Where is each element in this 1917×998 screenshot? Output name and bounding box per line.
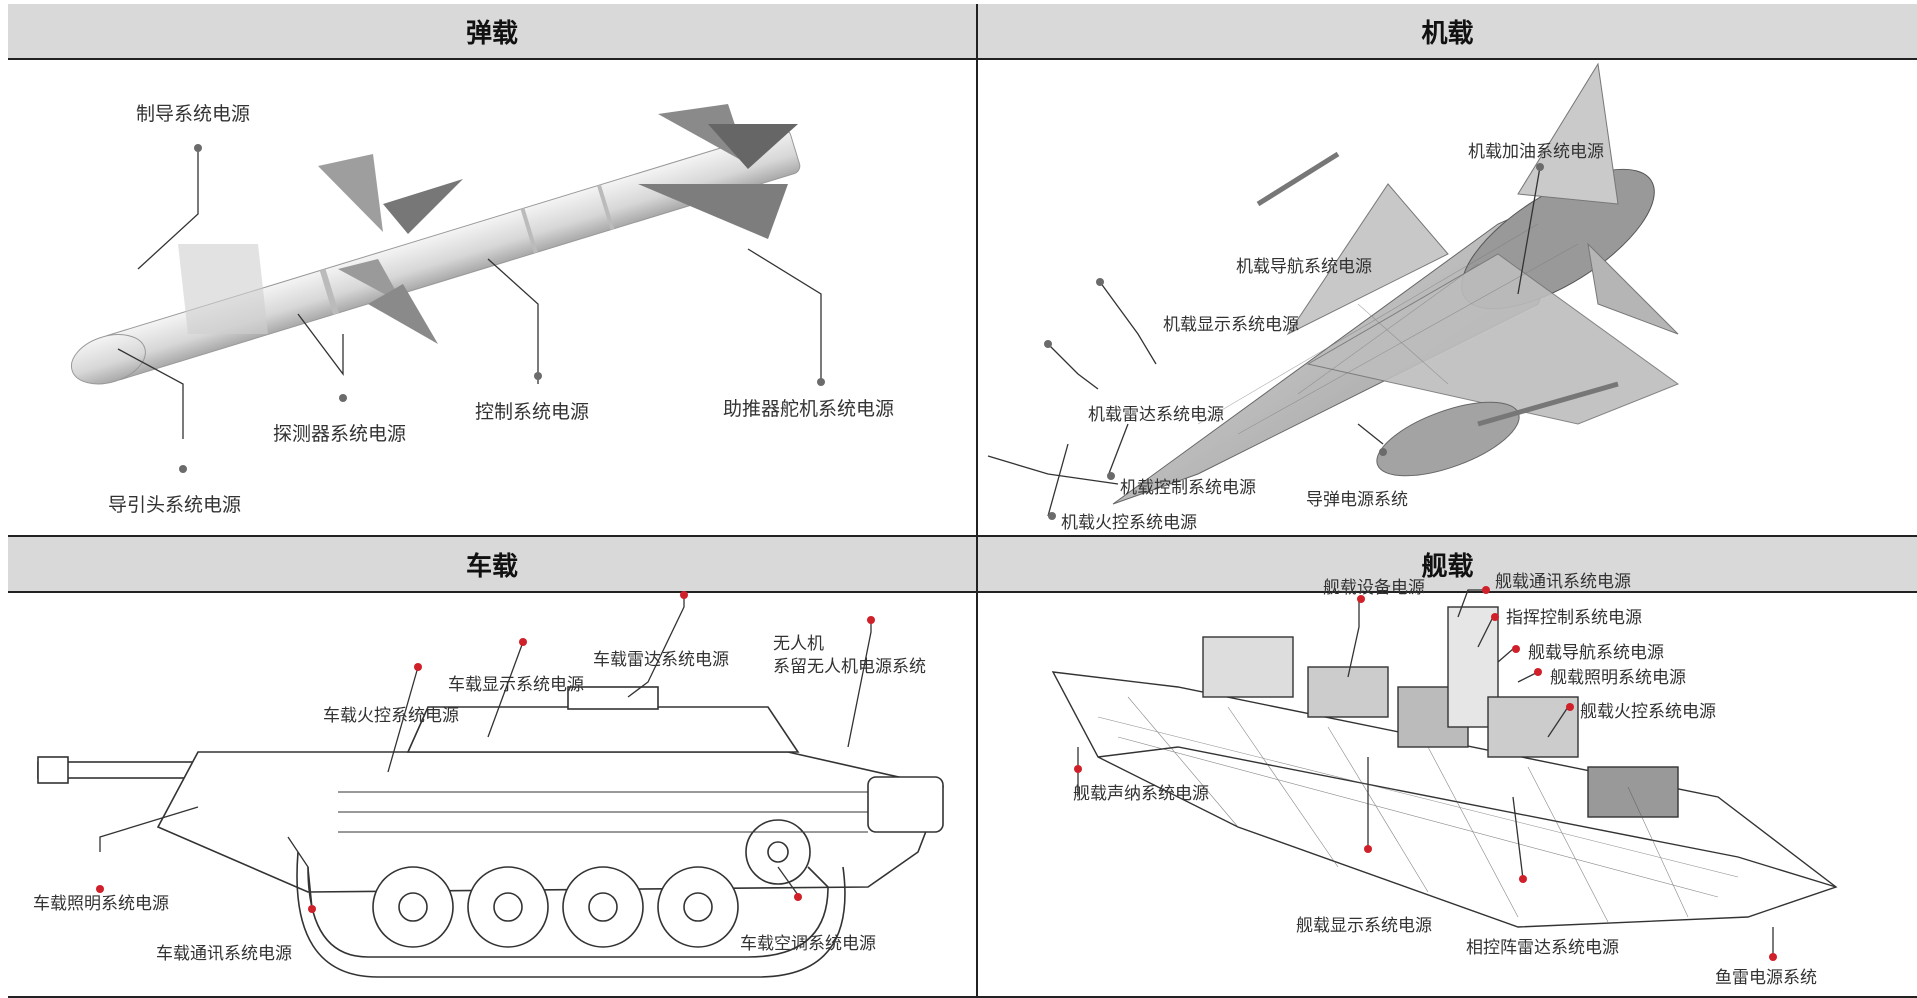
label-ship-comm: 舰载通讯系统电源 (1495, 572, 1631, 592)
label-missile-booster: 助推器舵机系统电源 (723, 398, 895, 420)
missile-illustration (70, 104, 825, 473)
label-aircraft-control: 机载控制系统电源 (1120, 478, 1256, 498)
label-ship-torpedo: 鱼雷电源系统 (1715, 968, 1817, 988)
label-vehicle-drone-title: 无人机 (773, 634, 824, 654)
label-ship-command: 指挥控制系统电源 (1506, 608, 1642, 628)
label-vehicle-display: 车载显示系统电源 (448, 675, 584, 695)
label-ship-display: 舰载显示系统电源 (1296, 916, 1432, 936)
label-missile-guidance: 制导系统电源 (136, 103, 251, 125)
panel-title-ship: 舰载 (978, 537, 1917, 593)
panel-ship: 舰载 (978, 537, 1917, 996)
label-vehicle-aircon: 车载空调系统电源 (740, 934, 876, 954)
label-ship-phased-radar: 相控阵雷达系统电源 (1466, 938, 1619, 958)
center-divider (976, 4, 978, 998)
panel-vehicle: 车载 (8, 537, 976, 996)
label-vehicle-comm: 车载通讯系统电源 (156, 944, 292, 964)
panel-title-aircraft: 机载 (978, 4, 1917, 60)
panel-title-missile: 弹载 (8, 4, 976, 60)
bottom-border (8, 996, 1917, 998)
label-vehicle-drone-tether: 系留无人机电源系统 (773, 657, 926, 677)
label-vehicle-fire: 车载火控系统电源 (323, 706, 459, 726)
panel-aircraft: 机载 (978, 4, 1917, 535)
label-aircraft-refuel: 机载加油系统电源 (1468, 142, 1604, 162)
label-vehicle-lighting: 车载照明系统电源 (33, 894, 169, 914)
label-ship-lighting: 舰载照明系统电源 (1550, 668, 1686, 688)
label-ship-equipment: 舰载设备电源 (1323, 578, 1425, 598)
label-ship-fire: 舰载火控系统电源 (1580, 702, 1716, 722)
label-missile-control: 控制系统电源 (475, 401, 590, 423)
aircraft-illustration (987, 62, 1680, 520)
label-missile-detector: 探测器系统电源 (273, 423, 407, 445)
panel-title-vehicle: 车载 (8, 537, 976, 593)
label-aircraft-nav: 机载导航系统电源 (1236, 257, 1372, 277)
label-vehicle-radar: 车载雷达系统电源 (593, 650, 729, 670)
label-aircraft-fire: 机载火控系统电源 (1061, 513, 1197, 533)
ship-illustration (1051, 586, 1838, 961)
label-ship-nav: 舰载导航系统电源 (1528, 643, 1664, 663)
middle-divider-top (8, 535, 1917, 537)
label-missile-seeker: 导引头系统电源 (108, 494, 242, 516)
panel-missile: 弹载 (8, 4, 976, 535)
tank-illustration (37, 591, 945, 978)
label-aircraft-display: 机载显示系统电源 (1163, 315, 1299, 335)
label-aircraft-missile-power: 导弹电源系统 (1306, 490, 1408, 510)
label-aircraft-radar: 机载雷达系统电源 (1088, 405, 1224, 425)
label-ship-sonar: 舰载声纳系统电源 (1073, 784, 1209, 804)
